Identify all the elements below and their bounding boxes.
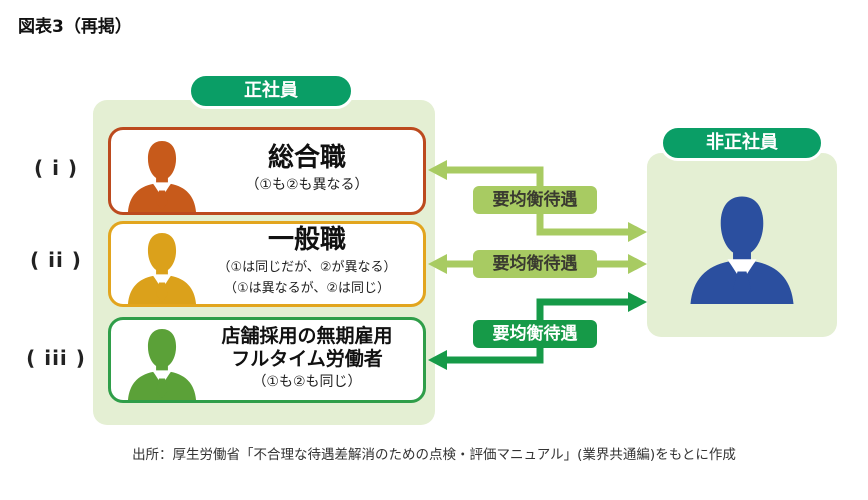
box-subtitle: （①は同じだが、②が異なる） [217, 260, 397, 276]
nonregular-employee-badge: 非正社員 [660, 125, 824, 161]
index-label-i: ( i ) [33, 156, 79, 180]
person-icon [125, 138, 199, 212]
box-subtitle: （①も②も同じ） [252, 373, 362, 390]
balance-treatment-label-1: 要均衡待遇 [473, 186, 597, 214]
person-icon [125, 326, 199, 400]
regular-employee-badge: 正社員 [188, 73, 354, 109]
balance-treatment-label-3: 要均衡待遇 [473, 320, 597, 348]
box-subtitle: （①は異なるが、②は同じ） [223, 280, 391, 296]
box-subtitle: （①も②も異なる） [245, 176, 369, 193]
box-title: 総合職 [267, 142, 346, 173]
source-attribution: 出所：厚生労働省「不合理な待遇差解消のための点検・評価マニュアル」(業界共通編)… [132, 447, 736, 463]
index-label-iii: ( iii ) [26, 346, 86, 370]
regular-employees-panel: 総合職 （①も②も異なる） 一般職 （①は同じだが、②が異なる） （①は異なるが… [93, 100, 435, 425]
employee-box-fulltime: 店舗採用の無期雇用 フルタイム労働者 （①も②も同じ） [108, 317, 426, 403]
employee-box-sogoshoku: 総合職 （①も②も異なる） [108, 127, 426, 215]
box-text: 一般職 （①は同じだが、②が異なる） （①は異なるが、②は同じ） [199, 225, 415, 301]
person-icon [683, 192, 801, 308]
balance-treatment-label-2: 要均衡待遇 [473, 250, 597, 278]
figure-title: 図表3（再掲） [18, 17, 132, 37]
box-title-line1: 店舗採用の無期雇用 [221, 325, 393, 348]
employee-box-ippanshoku: 一般職 （①は同じだが、②が異なる） （①は異なるが、②は同じ） [108, 221, 426, 307]
box-title-line2: フルタイム労働者 [231, 347, 383, 370]
person-icon [125, 230, 199, 304]
box-text: 総合職 （①も②も異なる） [199, 142, 415, 198]
box-title: 一般職 [267, 225, 346, 256]
box-text: 店舗採用の無期雇用 フルタイム労働者 （①も②も同じ） [199, 325, 415, 395]
index-label-ii: ( ii ) [30, 248, 82, 272]
